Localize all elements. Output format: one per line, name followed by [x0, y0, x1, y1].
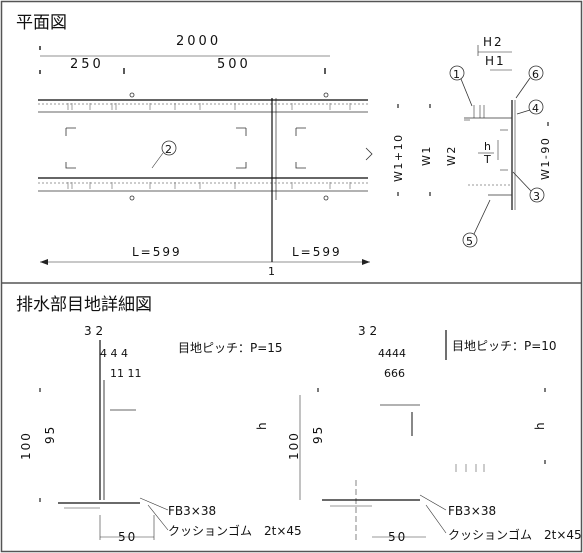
right-detail: 3 2 4444 666 目地ピッチ：P=10 50 100 95 h FB3×… [287, 324, 582, 544]
h-small-label: h [484, 140, 491, 153]
plan-section [464, 100, 516, 210]
callout-6: 6 [532, 68, 539, 81]
dim-250-label: 250 [70, 57, 104, 72]
dim-500-label: 500 [217, 57, 251, 72]
callout-4: 4 [532, 102, 539, 115]
right-cushion: クッションゴム 2t×45 [448, 527, 582, 542]
left-fb: FB3×38 [168, 504, 216, 518]
section-callouts [449, 65, 545, 248]
detail-title: 排水部目地詳細図 [16, 295, 152, 315]
left-detail: 3 2 4 4 4 11 11 目地ピッチ：P=15 50 100 95 h F… [19, 324, 302, 544]
left-32: 3 2 [84, 324, 103, 338]
right-32: 3 2 [358, 324, 377, 338]
callout-3: 3 [533, 190, 540, 203]
left-95: 95 [43, 425, 57, 444]
w1plus-label: W1+10 [392, 133, 405, 182]
joint-number: 1 [268, 265, 275, 278]
dim-2000-label: 2000 [176, 34, 221, 49]
right-4444: 4444 [378, 347, 406, 360]
right-100: 100 [287, 431, 301, 460]
break-mark [365, 147, 373, 161]
w2-label: W2 [445, 145, 458, 166]
left-pitch: 目地ピッチ：P=15 [178, 341, 283, 355]
grating-plan [38, 92, 368, 201]
plan-view: 平面図 2000 250 500 [16, 13, 552, 278]
len-left-label: L=599 [132, 245, 182, 259]
h2-label: H2 [483, 35, 504, 49]
right-95: 95 [311, 425, 325, 444]
callout-2-label: 2 [165, 143, 172, 156]
callout-5: 5 [466, 235, 473, 248]
t-small-label: T [483, 153, 491, 166]
left-cushion: クッションゴム 2t×45 [168, 523, 302, 538]
left-444: 4 4 4 [100, 347, 128, 360]
right-pitch: 目地ピッチ：P=10 [452, 339, 557, 353]
left-1111: 11 11 [110, 367, 142, 380]
len-right-label: L=599 [292, 245, 342, 259]
right-666: 666 [384, 367, 405, 380]
right-h: h [533, 422, 547, 430]
detail-view: 排水部目地詳細図 3 2 4 4 4 11 11 目地ピッチ：P=15 50 1… [16, 295, 582, 544]
plan-title: 平面図 [16, 13, 67, 33]
w1-label: W1 [420, 145, 433, 166]
h1-label: H1 [485, 54, 506, 68]
w1minus-label: W1-90 [539, 137, 552, 180]
callout-2-circle [161, 140, 177, 156]
right-50: 50 [388, 530, 407, 544]
right-fb: FB3×38 [448, 504, 496, 518]
left-50: 50 [118, 530, 137, 544]
left-100: 100 [19, 431, 33, 460]
callout-1: 1 [453, 68, 460, 81]
left-h: h [255, 422, 269, 430]
